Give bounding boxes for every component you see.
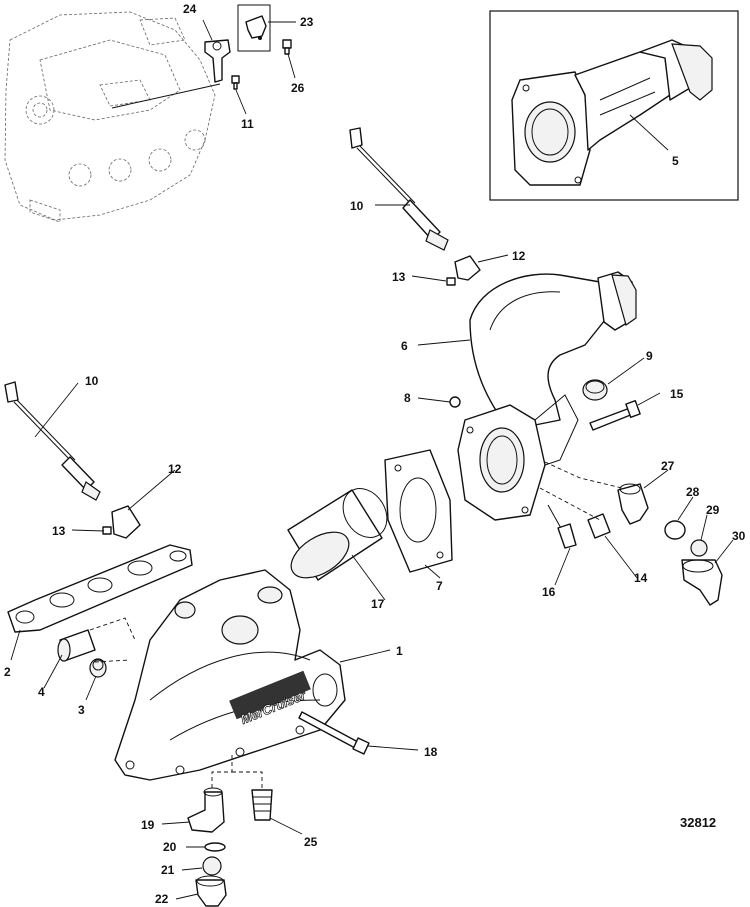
- part-27-fitting: [617, 483, 649, 525]
- callout-17: 17: [371, 597, 385, 611]
- part-22-elbow-fitting: [195, 875, 227, 907]
- callout-25: 25: [304, 835, 318, 849]
- part-4-fitting: [57, 629, 96, 662]
- callout-26: 26: [291, 81, 305, 95]
- part-24-sensor-bracket: [204, 39, 231, 83]
- part-13-lower-screw: [102, 526, 112, 535]
- part-5-exhaust-elbow-assembly: [511, 39, 713, 186]
- part-1-exhaust-manifold: MerCruiser: [114, 569, 346, 781]
- callout-30: 30: [732, 529, 746, 543]
- callout-27: 27: [661, 459, 675, 473]
- callout-23: 23: [300, 15, 314, 29]
- part-10-lower-oxygen-sensor: [4, 381, 101, 501]
- inset-detail-box: [489, 10, 739, 201]
- part-20-o-ring: [204, 842, 226, 852]
- part-10-upper-oxygen-sensor: [349, 127, 449, 251]
- callout-15: 15: [670, 387, 684, 401]
- callout-1: 1: [396, 644, 403, 658]
- part-28-o-ring: [664, 520, 686, 540]
- part-12-lower-clamp: [111, 505, 141, 539]
- part-11-screw: [231, 75, 240, 90]
- part-16-temperature-sender: [547, 504, 577, 549]
- callout-13-upper: 13: [392, 270, 406, 284]
- callout-labels: 1 2 3 4 5 6 7 8 9 10 10 11 12 12 13 13 1…: [4, 2, 746, 906]
- callout-12-lower: 12: [168, 462, 182, 476]
- part-26-screw: [282, 39, 292, 55]
- callout-7: 7: [436, 579, 443, 593]
- part-7-gasket: [384, 449, 453, 573]
- callout-28: 28: [686, 485, 700, 499]
- callout-6: 6: [401, 339, 408, 353]
- part-2-manifold-gasket: [7, 544, 193, 633]
- callout-10-upper: 10: [350, 199, 364, 213]
- callout-10-lower: 10: [85, 374, 99, 388]
- part-6-exhaust-elbow: [457, 271, 637, 521]
- part-13-upper-screw: [446, 277, 456, 286]
- callout-9: 9: [646, 349, 653, 363]
- part-15-bolt: [589, 400, 641, 431]
- part-9-cap: [582, 379, 608, 401]
- callout-20: 20: [163, 840, 177, 854]
- part-14-adapter: [587, 513, 611, 539]
- callout-14: 14: [634, 571, 648, 585]
- part-19-tee-fitting: [187, 787, 225, 833]
- part-29-ball: [690, 539, 708, 557]
- callout-5: 5: [672, 154, 679, 168]
- callout-24: 24: [183, 2, 197, 16]
- figure-number: 32812: [680, 815, 716, 830]
- callout-13-lower: 13: [52, 524, 66, 538]
- callout-4: 4: [38, 685, 45, 699]
- part-8-plug: [449, 396, 461, 408]
- engine-block-context: [4, 11, 221, 223]
- part-25-threaded-fitting: [251, 789, 273, 821]
- callout-8: 8: [404, 391, 411, 405]
- part-18-bolt: [298, 711, 370, 755]
- callout-11: 11: [241, 117, 254, 131]
- part-23-clip: [237, 4, 271, 52]
- callout-3: 3: [78, 703, 85, 717]
- part-21-ball: [202, 856, 222, 876]
- part-17-sleeve: [287, 488, 388, 581]
- callout-16: 16: [542, 585, 556, 599]
- callout-21: 21: [161, 863, 175, 877]
- callout-2: 2: [4, 665, 11, 679]
- callout-18: 18: [424, 745, 438, 759]
- part-12-upper-clamp: [454, 255, 481, 281]
- part-30-elbow-fitting: [681, 559, 723, 606]
- callout-12-upper: 12: [512, 249, 526, 263]
- part-3-plug: [89, 658, 107, 678]
- callout-19: 19: [141, 818, 155, 832]
- callout-22: 22: [155, 892, 169, 906]
- callout-29: 29: [706, 503, 720, 517]
